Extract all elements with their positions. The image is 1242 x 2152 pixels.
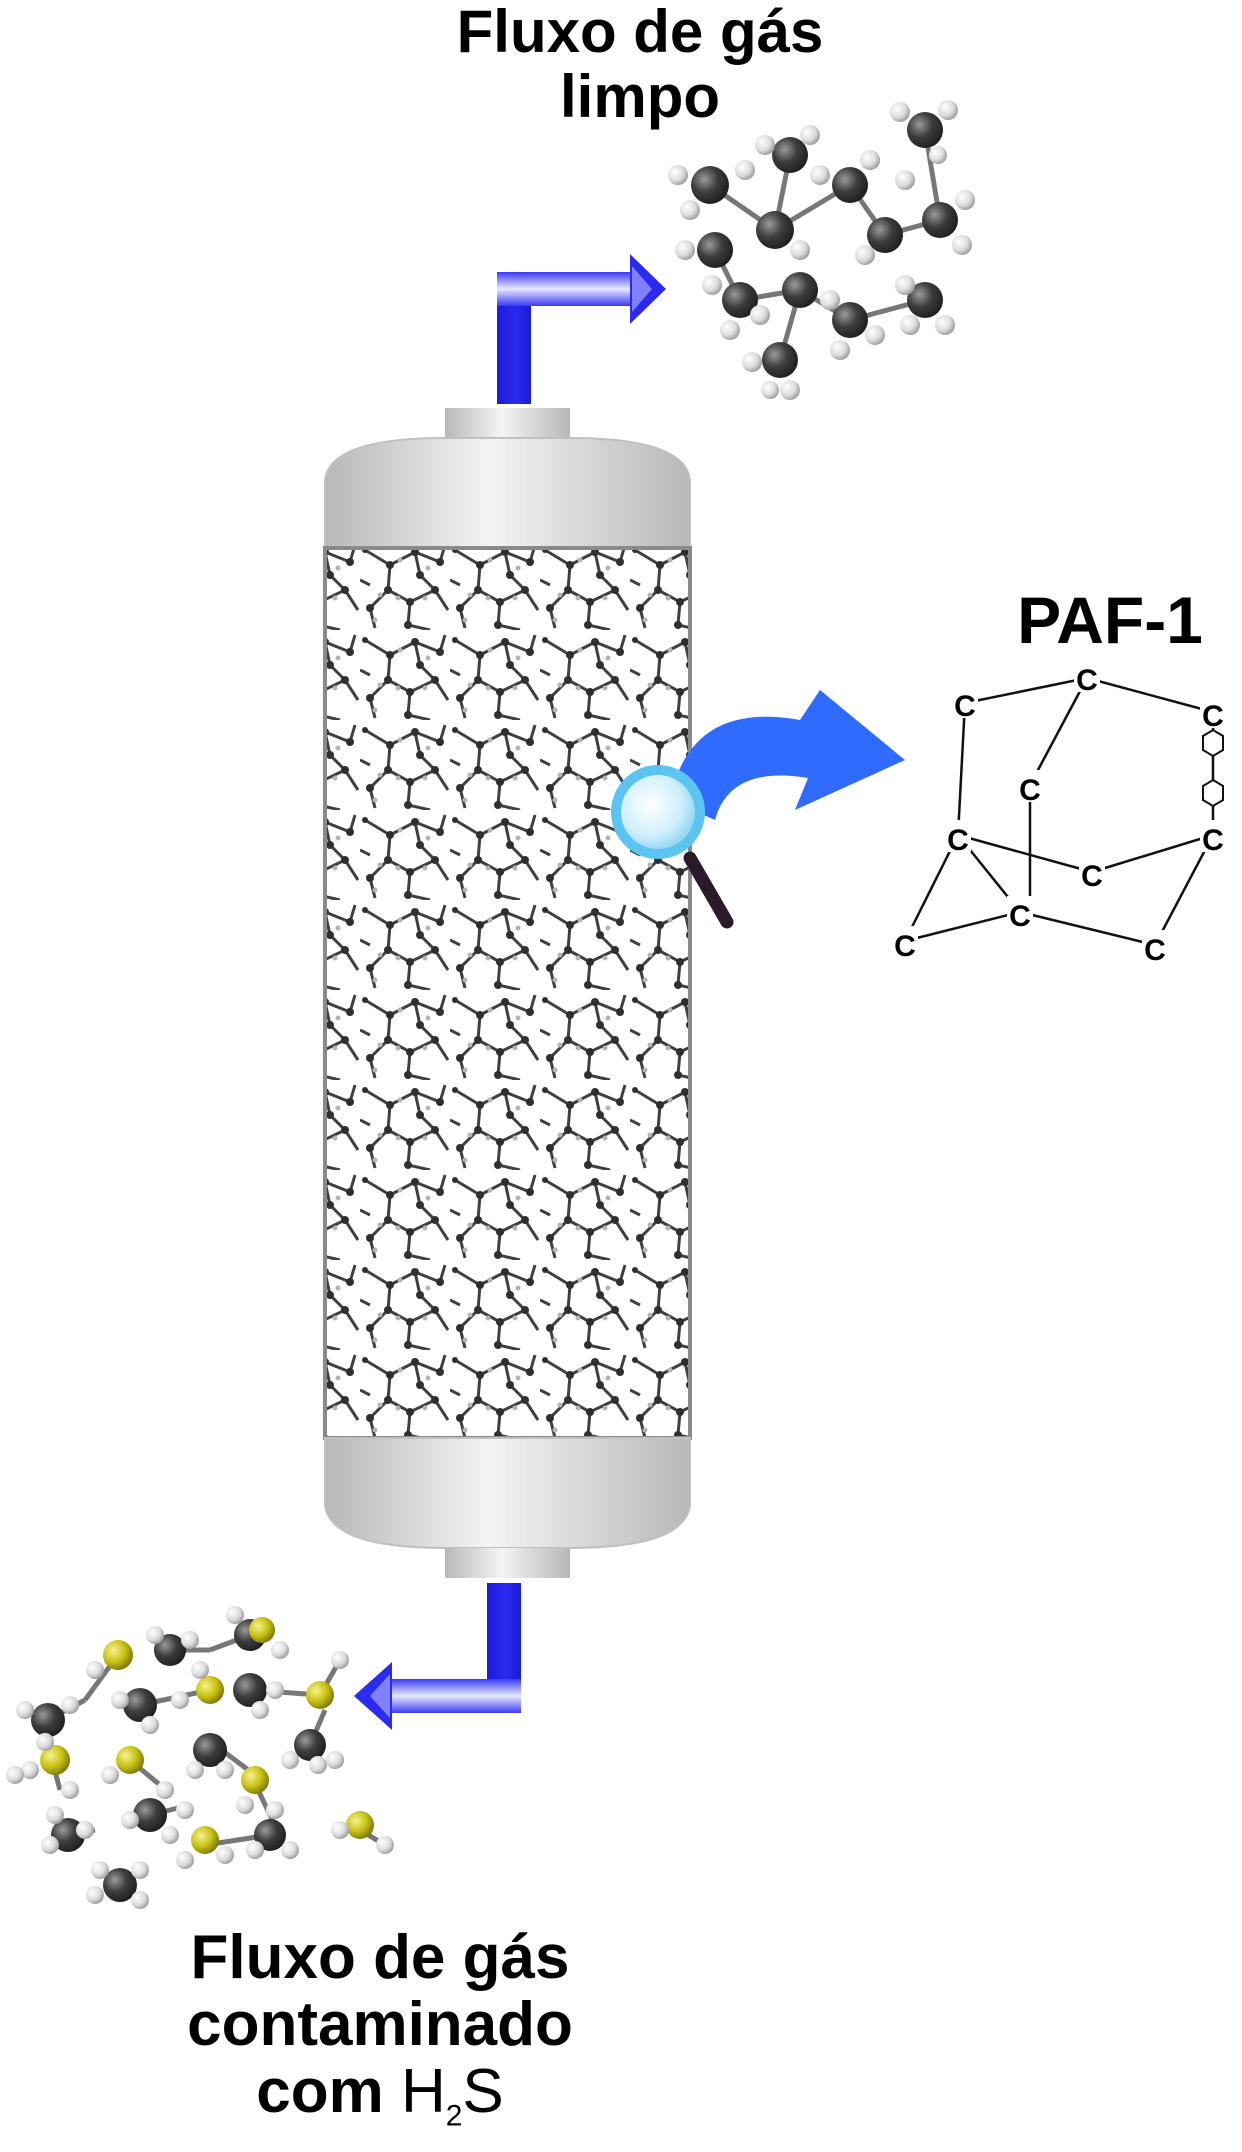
biphenyl-icon bbox=[1202, 728, 1224, 808]
contaminated-label-line1: Fluxo de gás bbox=[190, 1923, 570, 1992]
vessel-body bbox=[323, 546, 692, 1440]
vessel-bottom-cap bbox=[324, 1437, 691, 1578]
atom-label: C bbox=[954, 690, 976, 723]
contaminated-gas-molecules bbox=[6, 1606, 394, 1909]
vessel-top-cap bbox=[324, 408, 691, 549]
magnifier-icon bbox=[611, 765, 734, 929]
contaminated-gas-label: Fluxo de gás contaminado com H2S bbox=[120, 1923, 640, 2133]
atom-label: C bbox=[1076, 664, 1098, 697]
paf1-atom-labels: C C C C C C C C C C bbox=[892, 660, 1226, 967]
atom-label: C bbox=[894, 930, 916, 963]
contaminated-label-line2: contaminado bbox=[187, 1989, 573, 2059]
atom-label: C bbox=[1019, 774, 1041, 807]
atom-label: C bbox=[1081, 860, 1103, 893]
clean-gas-label: Fluxo de gás limpo bbox=[380, 0, 900, 130]
clean-gas-label-line2: limpo bbox=[560, 62, 720, 130]
contaminated-label-prefix: com bbox=[256, 2056, 401, 2126]
atom-label: C bbox=[1009, 900, 1031, 933]
clean-gas-label-line1: Fluxo de gás bbox=[456, 0, 824, 65]
atom-label: C bbox=[1202, 700, 1224, 733]
outlet-pipe bbox=[497, 254, 666, 404]
h2s-subscript: 2 bbox=[445, 2099, 463, 2133]
clean-gas-molecules bbox=[668, 100, 975, 400]
h2s-s: S bbox=[462, 2056, 504, 2126]
inlet-pipe bbox=[354, 1583, 521, 1730]
h2s-h: H bbox=[400, 2056, 446, 2126]
atom-label: C bbox=[1202, 824, 1224, 857]
paf-label: PAF-1 bbox=[1017, 583, 1203, 657]
atom-label: C bbox=[1144, 934, 1166, 967]
curved-arrow-icon bbox=[670, 690, 905, 820]
paf1-structure bbox=[903, 676, 1215, 947]
atom-label: C bbox=[947, 824, 969, 857]
contaminated-label-line3: com H2S bbox=[120, 2056, 640, 2133]
